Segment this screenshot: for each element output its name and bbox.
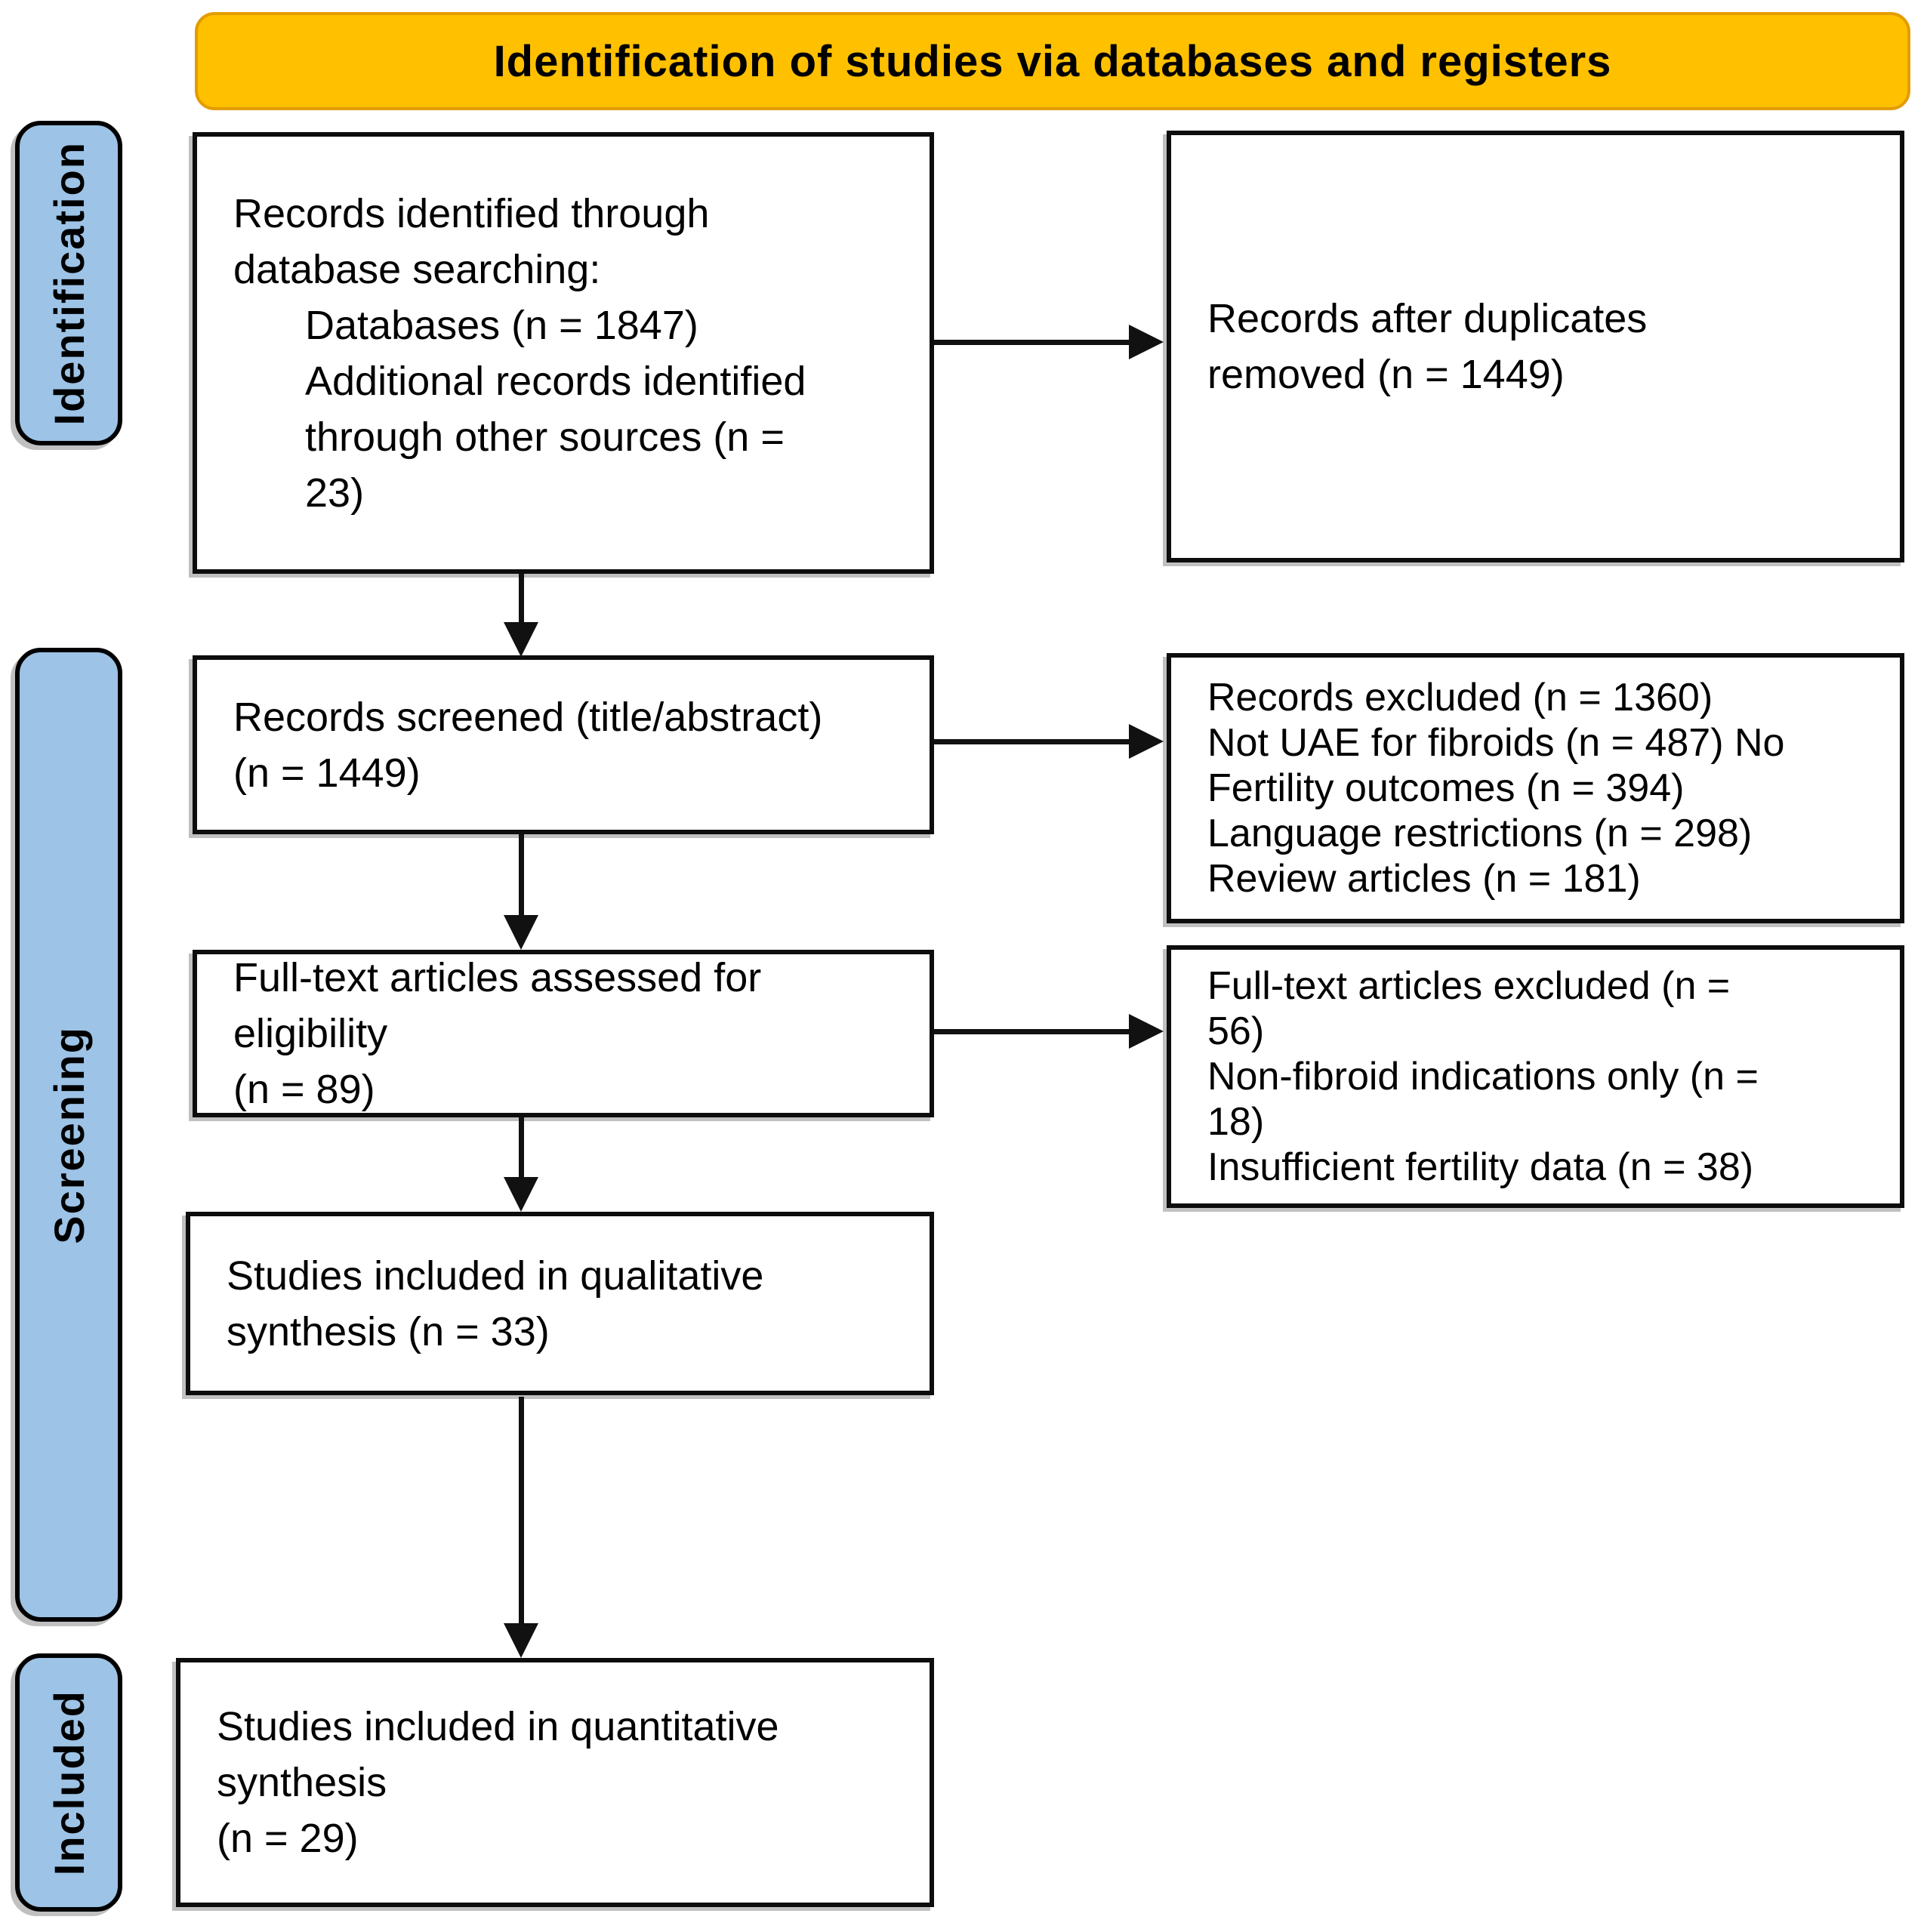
banner-title-text: Identification of studies via databases … <box>493 36 1612 86</box>
fulltext-excluded-box: Full-text articles excluded (n = 56) Non… <box>1167 945 1904 1208</box>
stage-label-text: Screening <box>45 1025 93 1244</box>
qualitative-synthesis-box: Studies included in qualitative synthesi… <box>186 1212 934 1395</box>
text-line: Not UAE for fibroids (n = 487) No <box>1207 721 1785 765</box>
stage-label-text: Included <box>45 1689 93 1876</box>
records-identified-box: Records identified through database sear… <box>193 132 934 574</box>
arrow-head-icon <box>504 915 538 950</box>
text-line: 56) <box>1207 1009 1265 1053</box>
text-line: Full-text articles assessed for <box>233 955 762 1000</box>
records-screened-box: Records screened (title/abstract) (n = 1… <box>193 655 934 834</box>
stage-label-screening: Screening <box>15 648 122 1622</box>
text-line: Records identified through <box>233 190 710 236</box>
arrow-head-icon <box>504 1623 538 1658</box>
arrow-stem <box>934 340 1130 345</box>
text-line: synthesis (n = 33) <box>227 1308 550 1354</box>
stage-label-included: Included <box>15 1653 122 1912</box>
arrow-stem <box>519 574 524 625</box>
quantitative-synthesis-box: Studies included in quantitative synthes… <box>176 1658 934 1907</box>
arrow-head-icon <box>504 1177 538 1212</box>
text-line: 18) <box>1207 1100 1265 1144</box>
arrow-stem <box>934 739 1130 744</box>
duplicates-removed-box: Records after duplicates removed (n = 14… <box>1167 131 1904 562</box>
arrow-head-icon <box>1129 325 1164 359</box>
text-line: Language restrictions (n = 298) <box>1207 812 1753 855</box>
arrow-head-icon <box>1129 724 1164 759</box>
text-line: (n = 29) <box>217 1816 359 1861</box>
stage-label-identification: Identification <box>15 121 122 445</box>
banner-title: Identification of studies via databases … <box>195 12 1910 110</box>
stage-label-text: Identification <box>45 140 93 426</box>
arrow-stem <box>519 834 524 919</box>
text-line: database searching: <box>233 246 601 292</box>
text-line: removed (n = 1449) <box>1207 352 1565 397</box>
text-line: Additional records identified <box>305 358 806 404</box>
text-line: (n = 1449) <box>233 750 421 796</box>
arrow-head-icon <box>504 622 538 657</box>
text-line: Insufficient fertility data (n = 38) <box>1207 1145 1754 1189</box>
arrow-stem <box>934 1029 1130 1034</box>
text-line: Databases (n = 1847) <box>305 302 698 348</box>
text-line: Records excluded (n = 1360) <box>1207 676 1713 719</box>
text-line: synthesis <box>217 1760 387 1805</box>
text-line: Full-text articles excluded (n = <box>1207 964 1731 1008</box>
text-line: Records after duplicates <box>1207 296 1648 341</box>
text-line: eligibility <box>233 1011 388 1056</box>
arrow-stem <box>519 1117 524 1181</box>
text-line: through other sources (n = <box>305 414 785 460</box>
text-line: Records screened (title/abstract) <box>233 694 823 740</box>
text-line: Fertility outcomes (n = 394) <box>1207 766 1685 810</box>
records-excluded-box: Records excluded (n = 1360) Not UAE for … <box>1167 653 1904 923</box>
text-line: Studies included in qualitative <box>227 1253 764 1299</box>
arrow-head-icon <box>1129 1014 1164 1049</box>
text-line: 23) <box>305 470 365 516</box>
text-line: Studies included in quantitative <box>217 1704 779 1749</box>
fulltext-assessed-box: Full-text articles assessed for eligibil… <box>193 950 934 1117</box>
text-line: Review articles (n = 181) <box>1207 857 1641 901</box>
text-line: Non-fibroid indications only (n = <box>1207 1055 1759 1098</box>
text-line: (n = 89) <box>233 1067 375 1112</box>
arrow-stem <box>519 1397 524 1627</box>
